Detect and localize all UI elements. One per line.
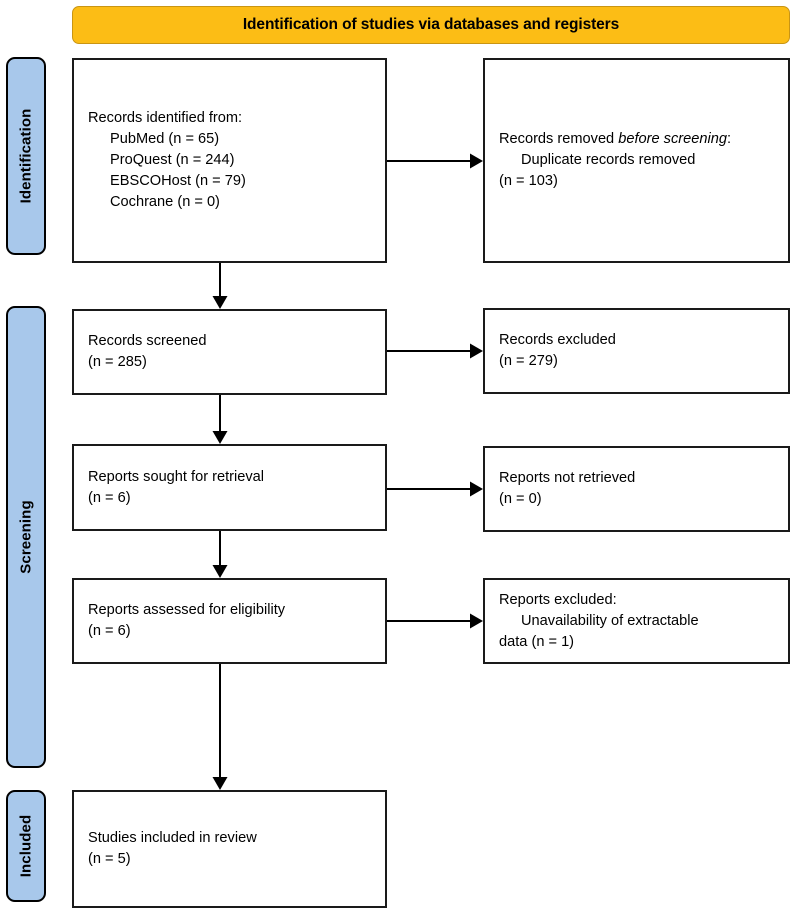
stage-tab-included-label: Included	[17, 814, 35, 878]
arrow-identified-to-screened	[212, 263, 228, 309]
records-excluded-count: (n = 279)	[499, 353, 558, 369]
studies-included-label: Studies included in review	[88, 830, 257, 846]
box-reports-excluded: Reports excluded: Unavailability of extr…	[483, 578, 790, 664]
reports-not-retrieved-label: Reports not retrieved	[499, 470, 636, 486]
box-reports-not-retrieved: Reports not retrieved (n = 0)	[483, 446, 790, 532]
records-screened-count: (n = 285)	[88, 354, 147, 370]
records-screened-label: Records screened	[88, 333, 207, 349]
records-identified-source-proquest: ProQuest (n = 244)	[110, 152, 235, 168]
stage-tab-screening: Screening	[6, 306, 46, 768]
records-removed-heading-prefix: Records removed	[499, 131, 619, 147]
arrow-assessed-to-included	[212, 664, 228, 790]
stage-tab-included: Included	[6, 790, 46, 902]
arrow-sought-to-not-retrieved	[387, 481, 483, 497]
records-identified-source-ebscohost: EBSCOHost (n = 79)	[110, 173, 246, 189]
box-records-removed-before-screening: Records removed before screening: Duplic…	[483, 58, 790, 263]
reports-assessed-count: (n = 6)	[88, 623, 131, 639]
studies-included-count: (n = 5)	[88, 851, 131, 867]
arrow-screened-to-sought	[212, 395, 228, 444]
box-records-screened: Records screened (n = 285)	[72, 309, 387, 395]
stage-tab-identification-label: Identification	[17, 108, 35, 204]
arrow-sought-to-assessed	[212, 531, 228, 578]
reports-not-retrieved-count: (n = 0)	[499, 491, 542, 507]
arrow-screened-to-excluded	[387, 343, 483, 359]
records-removed-detail: Duplicate records removed	[521, 152, 696, 168]
records-removed-count: (n = 103)	[499, 173, 558, 189]
reports-excluded-reason-line-1: Unavailability of extractable	[521, 612, 699, 629]
reports-excluded-heading: Reports excluded:	[499, 591, 617, 608]
box-reports-sought-for-retrieval: Reports sought for retrieval (n = 6)	[72, 444, 387, 531]
reports-assessed-label: Reports assessed for eligibility	[88, 602, 286, 618]
records-excluded-label: Records excluded	[499, 332, 616, 348]
records-identified-source-pubmed: PubMed (n = 65)	[110, 131, 220, 147]
reports-sought-label: Reports sought for retrieval	[88, 468, 265, 485]
records-removed-heading-suffix: :	[726, 131, 732, 147]
box-records-identified: Records identified from: PubMed (n = 65)…	[72, 58, 387, 263]
phase-banner-identification-label: Identification of studies via databases …	[242, 16, 620, 33]
records-removed-heading-italic: before screening	[618, 131, 727, 147]
stage-tab-identification: Identification	[6, 57, 46, 255]
box-reports-assessed-for-eligibility: Reports assessed for eligibility (n = 6)	[72, 578, 387, 664]
reports-sought-count: (n = 6)	[88, 489, 131, 506]
arrow-assessed-to-reports-excluded	[387, 613, 483, 629]
records-identified-heading: Records identified from:	[88, 110, 243, 126]
phase-banner-identification: Identification of studies via databases …	[72, 6, 790, 44]
records-removed-heading: Records removed before screening:	[499, 129, 776, 150]
stage-tab-screening-label: Screening	[17, 500, 35, 574]
arrow-identified-to-removed	[387, 153, 483, 169]
box-studies-included-in-review: Studies included in review (n = 5)	[72, 790, 387, 908]
reports-excluded-reason-line-2: data (n = 1)	[499, 633, 575, 650]
records-identified-source-cochrane: Cochrane (n = 0)	[110, 194, 220, 210]
box-records-excluded: Records excluded (n = 279)	[483, 308, 790, 394]
